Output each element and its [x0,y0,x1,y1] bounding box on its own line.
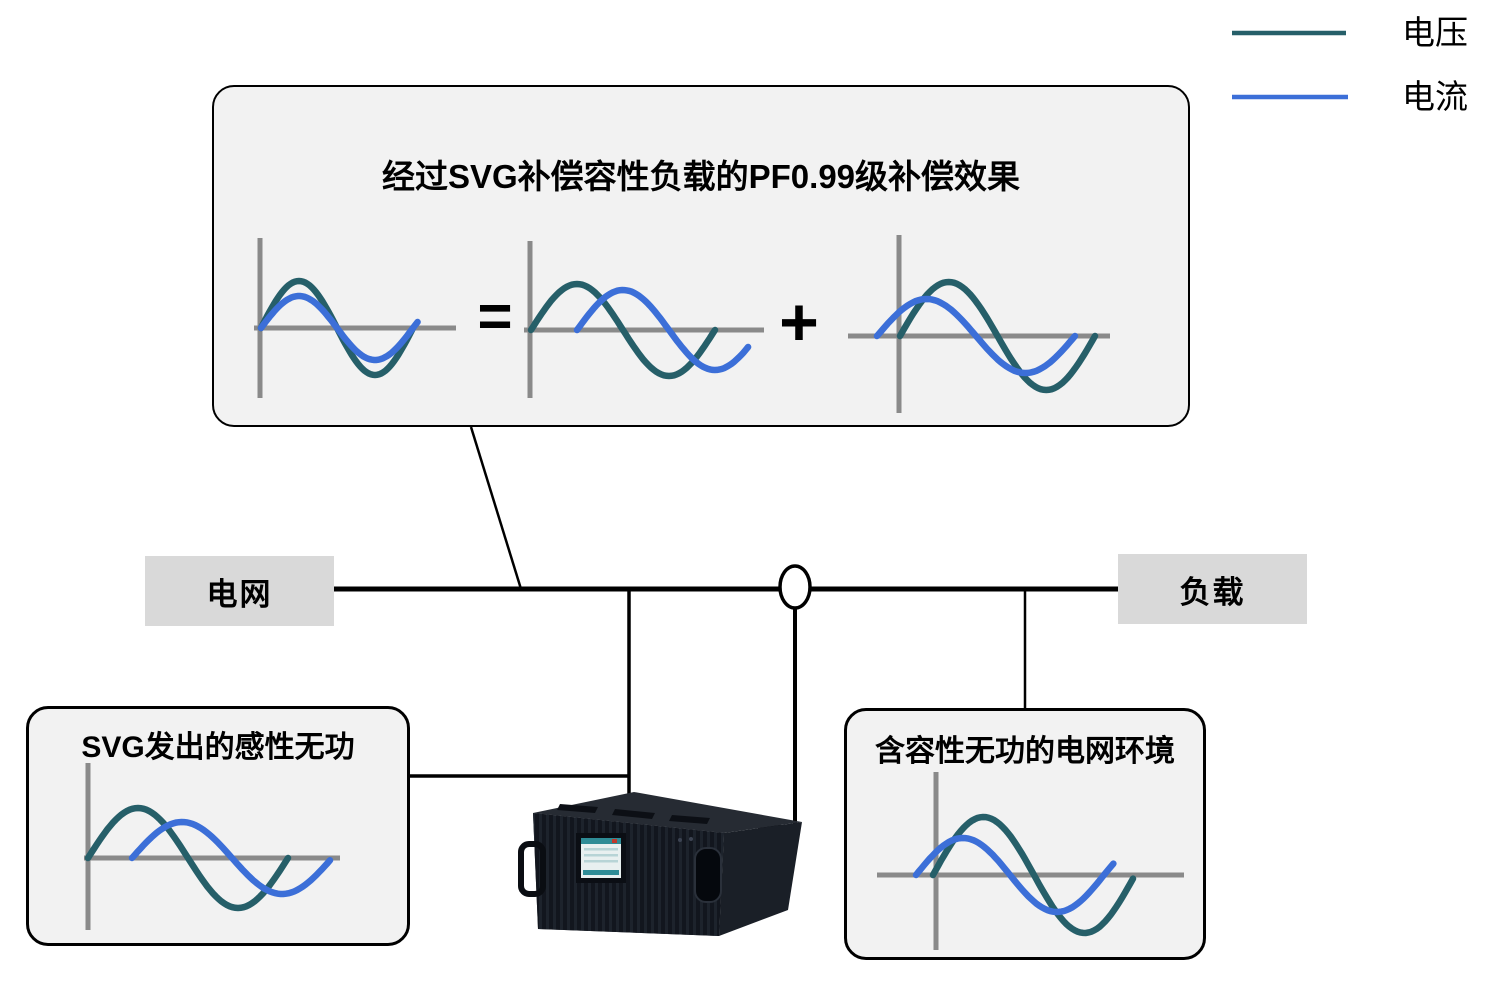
current-wave [128,818,334,898]
current-wave [873,295,1079,377]
grid-node: 电网 [145,556,334,626]
device-top-vent-slot [669,815,710,824]
voltage-wave [896,278,1099,394]
current-wave [912,834,1117,916]
capacitive-grid-box [844,708,1206,960]
waveform-svg-inductive-output [84,763,340,930]
device-led [678,838,682,842]
grid-node-label: 电网 [206,576,273,612]
device-screen-alarm-dot [612,839,617,843]
ct-sensor-circle [778,564,812,610]
device-led [689,837,693,841]
voltage-wave [929,813,1137,937]
voltage-wave [527,280,719,380]
callout-line [469,426,523,590]
load-node-label: 负载 [1179,574,1246,610]
waveform-compensated-result [254,238,456,398]
svg-device-image [518,792,802,936]
waveform-capacitive-component [848,235,1110,413]
device-top-vent-slot [557,804,598,813]
load-node: 负载 [1118,554,1307,624]
voltage-wave [84,804,292,912]
current-wave [573,286,752,374]
waveform-inductive-component [524,241,764,398]
device-top-vent-slot [612,809,655,819]
device-screen [576,833,626,883]
device-handle-left [518,841,546,897]
device-front-vents [533,813,724,936]
device-handle-right [694,847,722,903]
ct-sensor-line [758,606,797,829]
device-top-face [533,792,802,833]
waveform-capacitive-grid [877,772,1184,950]
current-wave [257,292,421,364]
device-side-face [719,822,802,936]
